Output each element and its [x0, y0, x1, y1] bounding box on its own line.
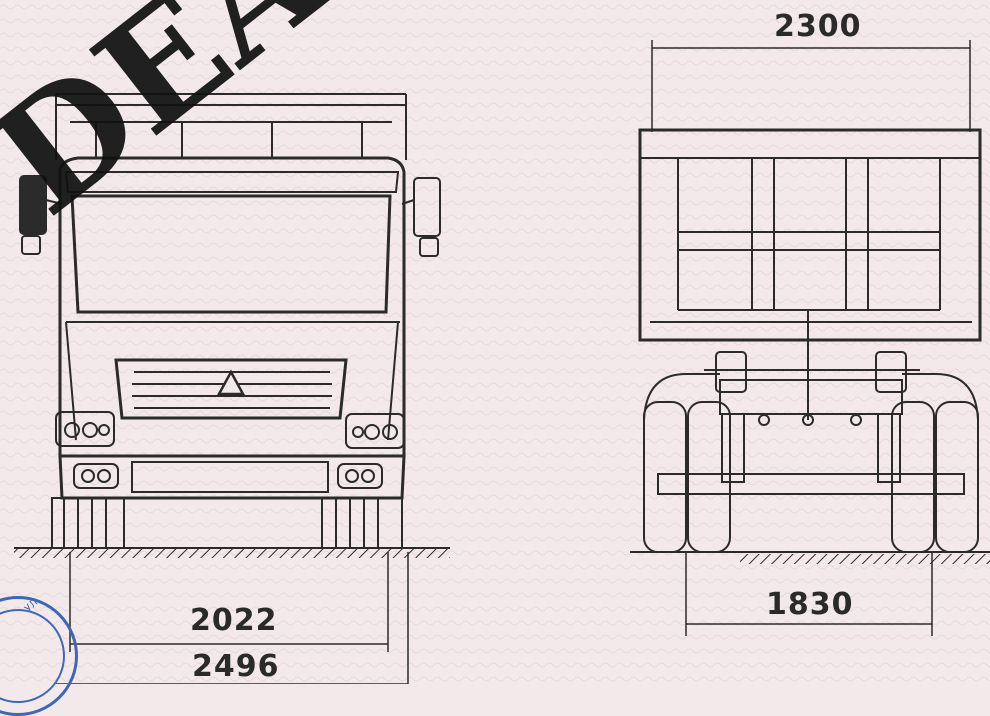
stamp-inner-ring [0, 609, 65, 703]
left-headlight [55, 411, 115, 447]
rear-top-dimension-lines [651, 40, 971, 132]
front-ground-hatch [14, 548, 450, 558]
dim-label-1830: 1830 [766, 587, 854, 622]
dim-label-2300: 2300 [774, 9, 862, 44]
left-mirror [19, 175, 47, 235]
cab-outline [58, 156, 406, 458]
dim-label-2496: 2496 [192, 649, 280, 684]
right-mirror [413, 177, 441, 237]
left-foglight [73, 463, 119, 489]
rear-dump-body [638, 128, 982, 342]
roof-visor [64, 171, 400, 193]
right-headlight [345, 413, 405, 449]
front-dump-body-outline [55, 93, 407, 160]
front-grille [114, 358, 348, 420]
right-foglight [337, 463, 383, 489]
brand-logo [216, 369, 246, 396]
paper-texture [0, 0, 990, 684]
drawing-canvas [0, 0, 990, 684]
windshield [70, 194, 392, 314]
rear-view [630, 40, 990, 636]
front-view [14, 93, 450, 684]
rear-underride-bar [657, 473, 965, 495]
rear-ground-hatch [740, 554, 990, 564]
rear-bottom-dimension-lines [685, 552, 933, 636]
dim-label-2022: 2022 [190, 603, 278, 638]
front-dimension-lines [56, 552, 409, 684]
